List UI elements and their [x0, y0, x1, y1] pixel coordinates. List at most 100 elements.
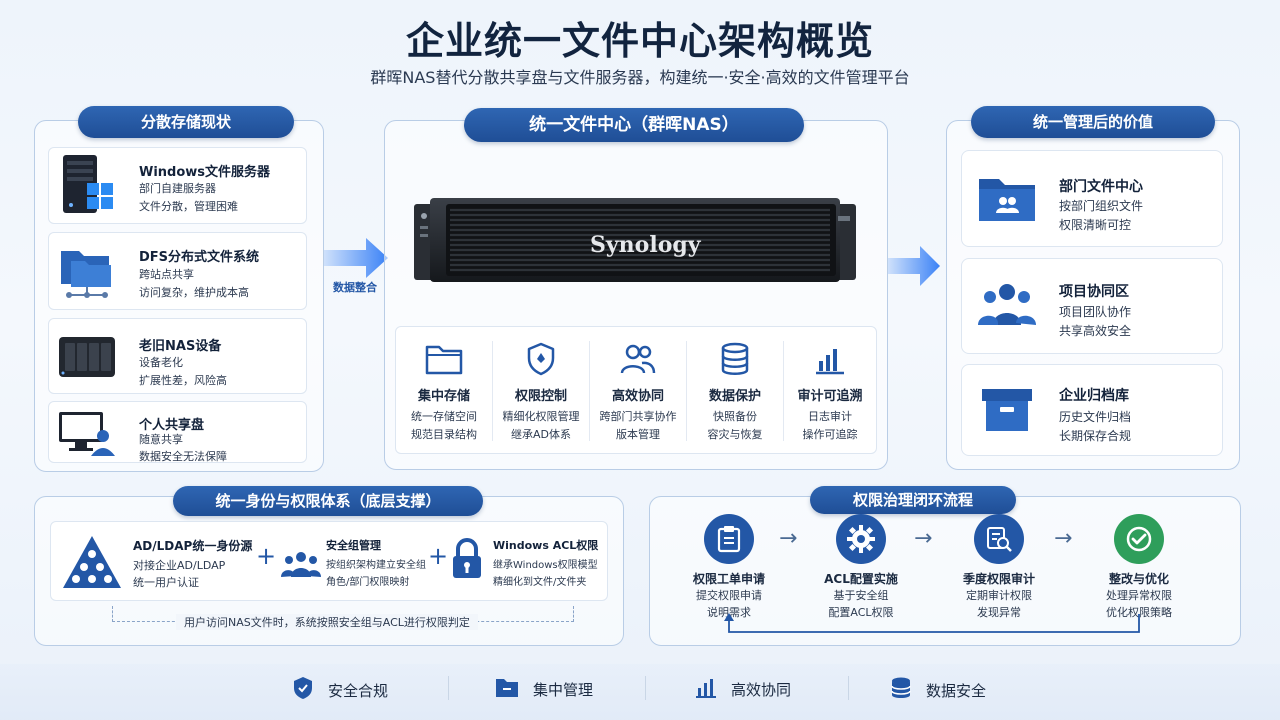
plus-sign: + — [428, 542, 449, 570]
left-card-line2: 数据安全无法保障 — [139, 450, 227, 463]
left-card-dfs: DFS分布式文件系统 跨站点共享 访问复杂，维护成本高 — [48, 232, 307, 310]
feature-line2: 版本管理 — [616, 428, 660, 441]
feature-line2: 规范目录结构 — [411, 428, 477, 441]
directory-tree-icon — [61, 534, 123, 594]
feature-divider — [492, 341, 493, 441]
feature-title: 数据保护 — [708, 389, 761, 404]
right-card-line2: 长期保存合规 — [1059, 429, 1132, 443]
feature-line2: 继承AD体系 — [511, 428, 571, 441]
panel-heading-identity: 统一身份与权限体系（底层支撑） — [173, 486, 483, 516]
server-tower-icon — [57, 153, 119, 221]
feature-collaboration: 高效协同 跨部门共享协作 版本管理 — [590, 327, 686, 455]
left-card-line1: 跨站点共享 — [139, 268, 194, 281]
panel-heading-distributed: 分散存储现状 — [78, 106, 294, 138]
identity-item-line2: 精细化到文件/文件夹 — [493, 577, 587, 588]
loop-back-arrow — [724, 612, 1144, 642]
folder-minus-icon — [495, 676, 519, 702]
right-card-line2: 共享高效安全 — [1059, 324, 1132, 338]
feature-line2: 操作可追踪 — [802, 428, 858, 441]
step-line2: 优化权限策略 — [1106, 606, 1172, 619]
bottom-divider — [848, 676, 849, 700]
bottom-divider — [645, 676, 646, 700]
team-icon — [976, 279, 1038, 333]
bottom-item-central-management: 集中管理 — [495, 676, 593, 702]
step-line2: 发现异常 — [977, 606, 1021, 619]
right-card-line2: 权限清晰可控 — [1059, 218, 1132, 232]
folder-icon — [396, 341, 492, 377]
step-title: 权限工单申请 — [692, 572, 765, 586]
bottom-divider — [448, 676, 449, 700]
right-card-project: 项目协同区 项目团队协作 共享高效安全 — [961, 258, 1223, 354]
left-card-line1: 随意共享 — [139, 433, 183, 446]
left-card-old-nas: 老旧NAS设备 设备老化 扩展性差，风险高 — [48, 318, 307, 394]
feature-permission-control: 权限控制 精细化权限管理 继承AD体系 — [493, 327, 589, 455]
left-card-line2: 访问复杂，维护成本高 — [139, 286, 249, 299]
audit-search-icon — [974, 514, 1024, 564]
step-line1: 处理异常权限 — [1106, 589, 1172, 602]
arrow-right-icon — [324, 237, 390, 283]
feature-title: 集中存储 — [417, 389, 470, 404]
step-line1: 定期审计权限 — [966, 589, 1032, 602]
feature-data-protection: 数据保护 快照备份 容灾与恢复 — [687, 327, 783, 455]
arrow-right-icon — [888, 245, 942, 291]
arrow-label-data-merge: 数据整合 — [333, 281, 377, 294]
right-card-title: 部门文件中心 — [1059, 179, 1143, 195]
panel-heading-value: 统一管理后的价值 — [971, 106, 1215, 138]
step-title: 季度权限审计 — [962, 572, 1035, 586]
right-card-title: 项目协同区 — [1059, 284, 1129, 300]
left-card-line2: 文件分散，管理困难 — [139, 200, 238, 213]
left-card-line2: 扩展性差，风险高 — [139, 374, 227, 387]
feature-divider — [783, 341, 784, 441]
nas-box-icon — [57, 333, 117, 385]
left-card-line1: 部门自建服务器 — [139, 182, 216, 195]
shield-check-icon — [292, 676, 314, 704]
step-line2: 说明需求 — [707, 606, 751, 619]
shield-icon — [493, 341, 589, 377]
bottom-item-label: 数据安全 — [926, 681, 987, 700]
identity-item-line1: 按组织架构建立安全组 — [326, 560, 426, 571]
feature-title: 审计可追溯 — [797, 389, 863, 404]
flow-arrow: → — [914, 526, 933, 551]
right-card-title: 企业归档库 — [1059, 388, 1129, 404]
page-title: 企业统一文件中心架构概览 — [405, 19, 874, 63]
left-card-title: Windows文件服务器 — [139, 165, 271, 180]
bottom-item-compliance: 安全合规 — [292, 676, 388, 704]
step-ticket-request: 权限工单申请 提交权限申请 说明需求 — [664, 514, 794, 621]
bottom-item-label: 高效协同 — [731, 680, 792, 699]
database-icon — [687, 341, 783, 377]
step-quarterly-audit: 季度权限审计 定期审计权限 发现异常 — [934, 514, 1064, 621]
clipboard-icon — [704, 514, 754, 564]
bottom-item-label: 集中管理 — [533, 680, 594, 699]
group-icon — [281, 550, 321, 582]
department-folder-icon — [976, 173, 1038, 229]
lock-icon — [451, 538, 483, 584]
identity-footnote: 用户访问NAS文件时，系统按照安全组与ACL进行权限判定 — [176, 614, 478, 630]
feature-divider — [589, 341, 590, 441]
database-icon — [890, 676, 912, 704]
left-card-title: DFS分布式文件系统 — [139, 250, 260, 265]
nas-brand-logo: Synology — [590, 232, 701, 258]
feature-line2: 容灾与恢复 — [707, 428, 763, 441]
feature-title: 高效协同 — [611, 389, 664, 404]
flow-arrow: → — [1054, 526, 1073, 551]
check-circle-icon — [1114, 514, 1164, 564]
identity-item-line2: 统一用户认证 — [133, 576, 199, 589]
flow-arrow: → — [779, 526, 798, 551]
identity-item-title: Windows ACL权限 — [493, 539, 599, 552]
feature-centralized-storage: 集中存储 统一存储空间 规范目录结构 — [396, 327, 492, 455]
step-title: ACL配置实施 — [824, 572, 898, 586]
left-card-line1: 设备老化 — [139, 356, 183, 369]
feature-line1: 统一存储空间 — [411, 410, 477, 423]
feature-line1: 日志审计 — [808, 410, 852, 423]
right-card-line1: 按部门组织文件 — [1059, 199, 1144, 213]
right-card-line1: 历史文件归档 — [1059, 410, 1132, 424]
identity-item-line1: 对接企业AD/LDAP — [133, 559, 226, 572]
gear-icon — [836, 514, 886, 564]
step-remediation: 整改与优化 处理异常权限 优化权限策略 — [1074, 514, 1204, 621]
bar-chart-icon — [782, 341, 878, 377]
feature-line1: 快照备份 — [713, 410, 757, 423]
left-card-windows-server: Windows文件服务器 部门自建服务器 文件分散，管理困难 — [48, 147, 307, 224]
bottom-bar — [0, 664, 1280, 720]
panel-heading-unified: 统一文件中心（群晖NAS） — [464, 108, 804, 142]
nas-device-image — [410, 194, 860, 290]
